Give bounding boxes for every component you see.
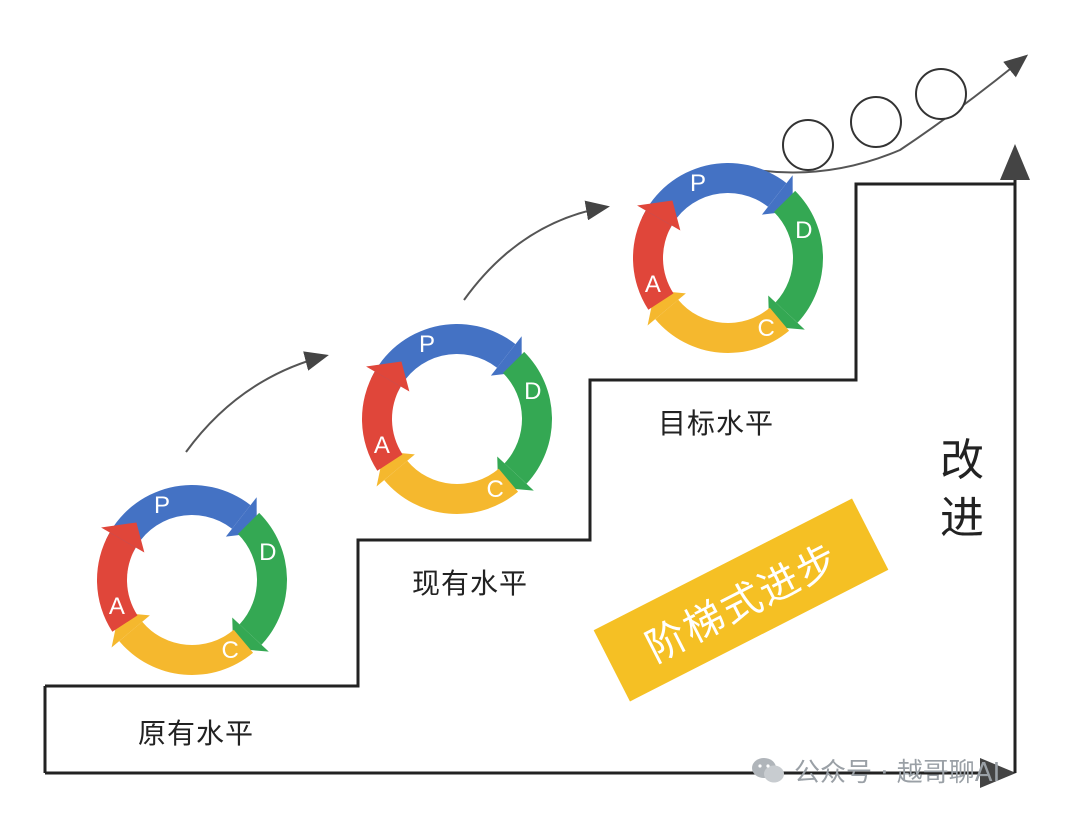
pdca-segment-p bbox=[105, 484, 251, 553]
pdca-letter-p: P bbox=[154, 491, 171, 519]
pdca-letter-p: P bbox=[419, 330, 436, 358]
progress-arrow bbox=[185, 351, 329, 453]
pdca-segment-p bbox=[641, 162, 787, 231]
axis-label-char: 进 bbox=[940, 493, 984, 544]
improvement-axis-label: 改 进 bbox=[932, 432, 992, 548]
rolling-circle bbox=[850, 96, 902, 148]
pdca-letter-p: P bbox=[690, 169, 707, 197]
pdca-segment-d bbox=[237, 512, 288, 645]
progress-arrow bbox=[463, 200, 610, 301]
future-arrow bbox=[755, 54, 1029, 174]
rolling-circle bbox=[782, 119, 834, 171]
pdca-segment-d bbox=[502, 351, 552, 484]
pdca-letter-d: D bbox=[795, 216, 813, 244]
axis-label-char: 改 bbox=[940, 435, 984, 486]
pdca-segment-c bbox=[384, 460, 519, 515]
pdca-letter-a: A bbox=[373, 432, 390, 460]
pdca-letter-c: C bbox=[221, 636, 239, 664]
pdca-segment-d bbox=[773, 190, 824, 323]
level-label-target: 目标水平 bbox=[658, 407, 775, 440]
pdca-arrowhead bbox=[101, 522, 145, 553]
pdca-letter-d: D bbox=[259, 538, 277, 566]
pdca-letter-a: A bbox=[108, 593, 125, 621]
pdca-segment-a bbox=[96, 532, 138, 632]
rolling-circle bbox=[915, 68, 967, 120]
pdca-segment-p bbox=[370, 324, 516, 392]
pdca-segment-c bbox=[119, 621, 254, 676]
watermark: 公众号 · 越哥聊AI bbox=[750, 752, 1000, 789]
pdca-segment-a bbox=[362, 371, 403, 471]
level-label-current: 现有水平 bbox=[412, 567, 529, 600]
pdca-letter-c: C bbox=[757, 314, 775, 342]
pdca-arrowhead bbox=[366, 361, 410, 392]
staircase-line bbox=[45, 182, 1015, 688]
pdca-segment-a bbox=[633, 210, 674, 310]
watermark-text: 公众号 · 越哥聊AI bbox=[794, 758, 1001, 788]
pdca-letter-c: C bbox=[486, 475, 504, 503]
wechat-icon bbox=[752, 757, 784, 782]
pdca-segment-c bbox=[655, 299, 790, 353]
pdca-letter-a: A bbox=[644, 271, 661, 299]
level-label-original: 原有水平 bbox=[138, 717, 255, 750]
pdca-letter-d: D bbox=[524, 377, 542, 405]
pdca-arrowhead bbox=[637, 200, 681, 231]
